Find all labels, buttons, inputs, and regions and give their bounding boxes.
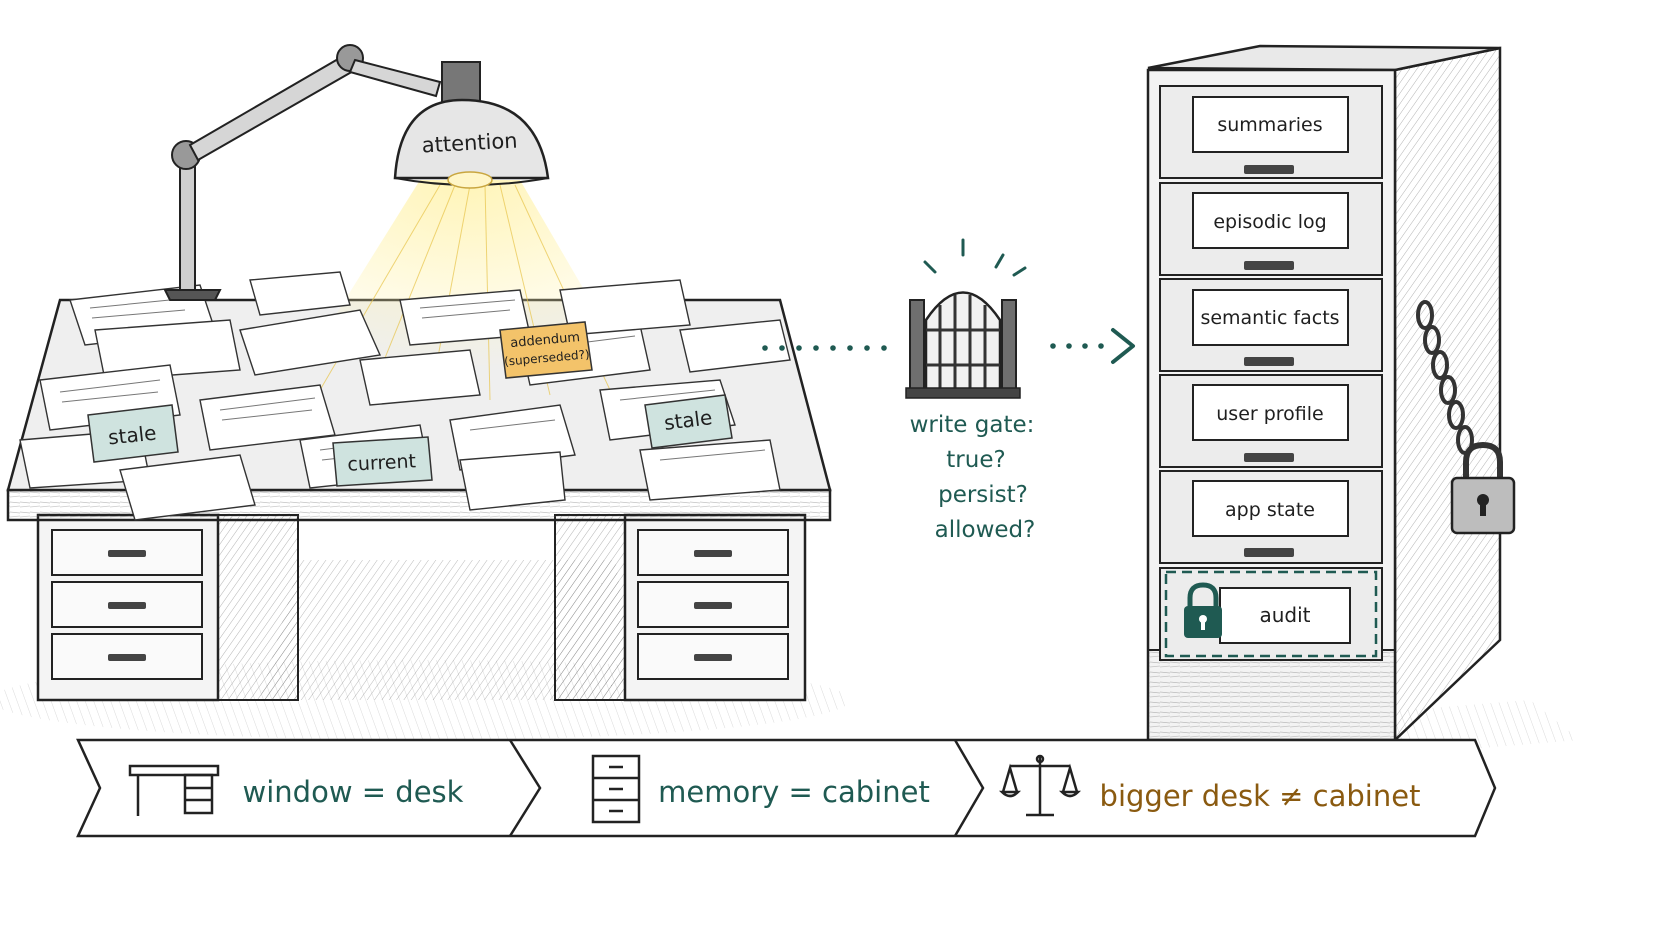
right-pedestal bbox=[554, 513, 807, 702]
lamp-label: attention bbox=[421, 129, 518, 158]
dotted-arrow-right bbox=[1050, 343, 1104, 349]
cabinet-drawer-episodic-log: episodic log bbox=[1159, 182, 1383, 276]
drawer-label-app-state: app state bbox=[1225, 499, 1315, 521]
drawer-label-semantic-facts: semantic facts bbox=[1200, 307, 1339, 329]
drawer-handle bbox=[108, 654, 146, 661]
drawer-handle bbox=[108, 550, 146, 557]
banner-segment-memory-cabinet: memory = cabinet bbox=[591, 754, 930, 824]
gate-alert-marks bbox=[923, 238, 1027, 277]
cabinet-drawer-summaries: summaries bbox=[1159, 85, 1383, 179]
scales-icon bbox=[998, 754, 1082, 817]
lamp-base bbox=[163, 289, 222, 301]
desk-underside-shadow bbox=[260, 560, 640, 700]
lamp-shade bbox=[393, 98, 550, 180]
padlock-icon bbox=[1450, 441, 1516, 535]
gate-line-2: true? bbox=[946, 447, 1005, 473]
tag-addendum: addendum (superseded?) bbox=[499, 321, 593, 379]
cabinet-base bbox=[1147, 649, 1396, 741]
lamp-bulb bbox=[447, 171, 493, 189]
banner-chevron bbox=[953, 739, 985, 837]
lamp-upper-arm bbox=[188, 53, 357, 162]
tag-stale-right: stale bbox=[644, 394, 733, 449]
write-gate-flow: write gate: true? persist? allowed? bbox=[762, 238, 1135, 543]
cabinet-drawer-app-state: app state bbox=[1159, 470, 1383, 564]
drawer-label-user-profile: user profile bbox=[1216, 403, 1324, 425]
banner-ribbon bbox=[76, 738, 1497, 838]
arrow-head-icon bbox=[1111, 328, 1135, 364]
banner-chevron bbox=[508, 739, 542, 837]
gate-line-3: persist? bbox=[938, 482, 1028, 508]
lamp-lower-arm bbox=[179, 159, 196, 291]
cabinet-drawer-user-profile: user profile bbox=[1159, 374, 1383, 468]
cabinet-drawer-semantic-facts: semantic facts bbox=[1159, 278, 1383, 372]
cabinet-side bbox=[1393, 46, 1502, 743]
desk-illustration: stale current stale addendum (superseded… bbox=[0, 44, 850, 740]
gate-line-4: allowed? bbox=[935, 517, 1036, 543]
banner-segment-window-desk: window = desk bbox=[128, 764, 464, 816]
drawer-label-summaries: summaries bbox=[1217, 114, 1322, 136]
tag-addendum-line1: addendum bbox=[510, 330, 581, 351]
dotted-arrow-left bbox=[762, 345, 887, 351]
left-pedestal bbox=[36, 513, 299, 702]
drawer-handle bbox=[1244, 357, 1294, 366]
banner-text-bigger-desk: bigger desk ≠ cabinet bbox=[1100, 779, 1421, 813]
chain-icon bbox=[1416, 300, 1474, 455]
lamp-head-arm bbox=[348, 58, 442, 98]
bottom-banner: window = desk memory = cabinet bbox=[76, 738, 1497, 838]
lock-icon bbox=[1184, 582, 1222, 638]
tag-stale-left-text: stale bbox=[107, 421, 158, 450]
gate-caption: write gate: true? persist? allowed? bbox=[910, 412, 1036, 543]
filing-cabinet: summaries episodic log semantic facts us… bbox=[1146, 44, 1580, 770]
gate-icon bbox=[905, 238, 1027, 399]
desk-icon bbox=[128, 764, 220, 816]
drawer-handle bbox=[694, 654, 732, 661]
drawer-handle bbox=[694, 602, 732, 609]
tag-stale-left: stale bbox=[87, 404, 179, 463]
drawer-handle bbox=[1244, 261, 1294, 270]
drawer-label-audit: audit bbox=[1259, 603, 1310, 627]
banner-text-memory-cabinet: memory = cabinet bbox=[658, 775, 930, 809]
drawer-handle bbox=[694, 550, 732, 557]
banner-text-window-desk: window = desk bbox=[243, 775, 464, 809]
gate-line-1: write gate: bbox=[910, 412, 1035, 438]
cabinet-drawer-audit: audit bbox=[1159, 567, 1383, 661]
paper-pile bbox=[19, 271, 791, 521]
tag-current: current bbox=[332, 436, 433, 487]
drawer-label-episodic-log: episodic log bbox=[1213, 211, 1326, 233]
lamp-neck bbox=[441, 61, 481, 103]
desk-lamp: attention bbox=[163, 44, 550, 301]
tag-stale-right-text: stale bbox=[663, 405, 714, 435]
banner-segment-bigger-desk: bigger desk ≠ cabinet bbox=[998, 754, 1421, 817]
drawer-handle bbox=[108, 602, 146, 609]
tag-current-text: current bbox=[347, 450, 417, 476]
cabinet-icon bbox=[591, 754, 641, 824]
drawer-handle bbox=[1244, 548, 1294, 557]
drawer-handle bbox=[1244, 453, 1294, 462]
drawer-handle bbox=[1244, 165, 1294, 174]
